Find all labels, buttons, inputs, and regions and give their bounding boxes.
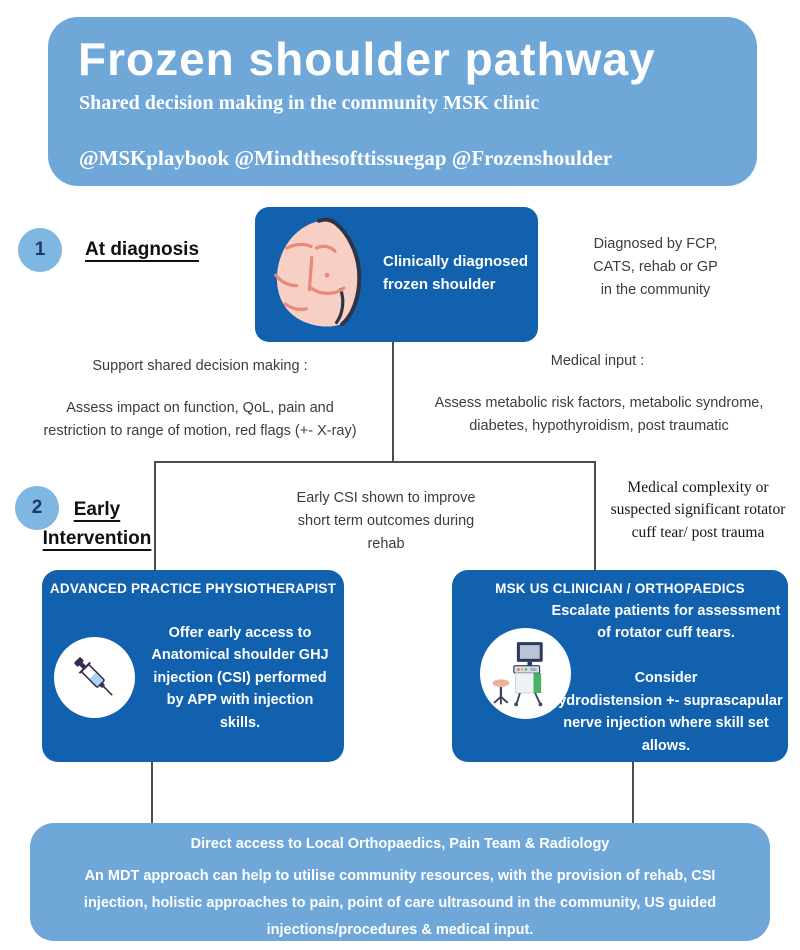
shoulder-torso-icon [263,212,383,341]
connector-line-msk-to-footer [632,761,634,824]
step2-number-badge: 2 [15,486,59,530]
medical-input-body: Assess metabolic risk factors, metabolic… [434,395,764,435]
ultrasound-machine-icon [480,628,571,719]
page-title: Frozen shoulder pathway [78,33,656,85]
medical-complexity-note: Medical complexity or suspected signific… [610,479,786,541]
header-banner: Frozen shoulder pathway Shared decision … [48,17,757,186]
step2-number: 2 [31,497,43,518]
footer-body: An MDT approach can help to utilise comm… [83,868,717,938]
social-handles: @MSKplaybook @Mindthesofttissuegap @Froz… [79,146,613,170]
step1-title: At diagnosis [85,239,200,260]
msk-box-body: Escalate patients for assessment of rota… [549,603,783,754]
early-csi-note: Early CSI shown to improve short term ou… [296,490,476,553]
diagnosed-by-note: Diagnosed by FCP, CATS, rehab or GP in t… [593,236,718,299]
connector-line-diagnosis-down [392,342,394,462]
shared-decision-body: Assess impact on function, QoL, pain and… [43,400,357,440]
page-subtitle: Shared decision making in the community … [79,92,540,114]
connector-line-app-to-footer [151,761,153,824]
syringe-icon [54,637,135,718]
step1-number-badge: 1 [18,228,62,272]
step2-title: Early Intervention [42,499,152,550]
footer-title: Direct access to Local Orthopaedics, Pai… [190,836,610,852]
step1-number: 1 [34,239,46,260]
advanced-practice-physiotherapist-box: ADVANCED PRACTICE PHYSIOTHERAPIST Offer … [42,570,344,762]
msk-us-clinician-box: MSK US CLINICIAN / ORTHOPAEDICS [452,570,788,762]
mdt-footer-box: Direct access to Local Orthopaedics, Pai… [30,823,770,941]
connector-line-left-down [154,461,156,571]
shared-decision-title: Support shared decision making : [92,358,308,374]
connector-line-right-down [594,461,596,571]
app-box-body: Offer early access to Anatomical shoulde… [151,625,329,731]
msk-box-header: MSK US CLINICIAN / ORTHOPAEDICS [495,581,745,596]
medical-input-title: Medical input : [550,353,645,369]
connector-line-horizontal [154,461,596,463]
diagnosis-box-label: Clinically diagnosed frozen shoulder [383,253,529,294]
app-box-header: ADVANCED PRACTICE PHYSIOTHERAPIST [49,581,337,596]
